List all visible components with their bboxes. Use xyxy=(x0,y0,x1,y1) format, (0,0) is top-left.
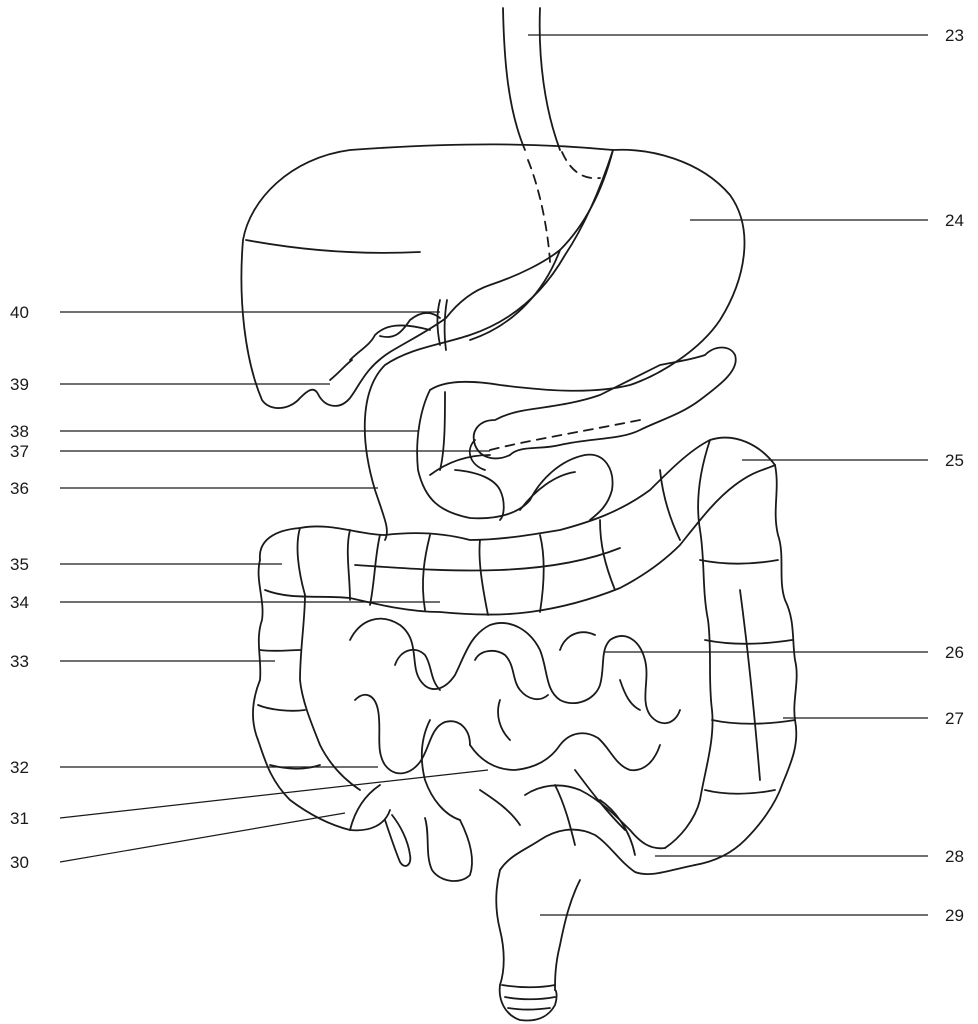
leader-lines xyxy=(60,35,928,915)
label-33: 33 xyxy=(10,652,29,671)
label-36: 36 xyxy=(10,479,29,498)
liver xyxy=(241,144,613,408)
number-labels: 23 24 25 26 27 28 29 30 31 32 33 34 35 3… xyxy=(10,26,964,925)
sigmoid-colon xyxy=(500,770,695,874)
label-28: 28 xyxy=(945,847,964,866)
label-24: 24 xyxy=(945,211,964,230)
label-27: 27 xyxy=(945,709,964,728)
leader-31 xyxy=(60,770,488,818)
label-23: 23 xyxy=(945,26,964,45)
label-40: 40 xyxy=(10,303,29,322)
pancreas xyxy=(470,348,736,471)
label-26: 26 xyxy=(945,643,964,662)
label-38: 38 xyxy=(10,422,29,441)
esophagus xyxy=(503,8,600,262)
label-30: 30 xyxy=(10,853,29,872)
label-31: 31 xyxy=(10,809,29,828)
leader-30 xyxy=(60,813,345,862)
duodenum xyxy=(455,455,613,520)
rectum xyxy=(496,870,580,1020)
label-25: 25 xyxy=(945,451,964,470)
transverse-colon xyxy=(260,438,775,615)
label-35: 35 xyxy=(10,555,29,574)
label-29: 29 xyxy=(945,906,964,925)
appendix xyxy=(385,815,410,866)
label-39: 39 xyxy=(10,375,29,394)
stomach xyxy=(365,150,745,540)
label-32: 32 xyxy=(10,758,29,777)
label-34: 34 xyxy=(10,593,29,612)
label-37: 37 xyxy=(10,442,29,461)
